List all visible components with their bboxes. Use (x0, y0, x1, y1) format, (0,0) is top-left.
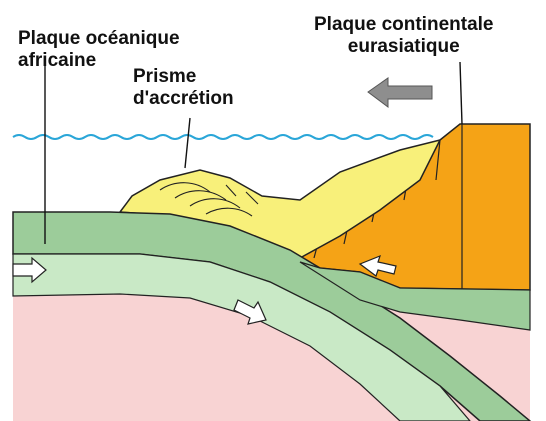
accretion-prism-label-line2: d'accrétion (133, 88, 234, 110)
accretion-prism-label-line1: Prisme (133, 66, 234, 88)
continental-plate-label: Plaque continentale eurasiatique (314, 14, 493, 58)
continental-plate-label-line1: Plaque continentale (314, 14, 493, 36)
sea-level (13, 135, 433, 139)
leader-prism (185, 118, 190, 168)
left-arrow-icon (368, 78, 432, 107)
leader-continental (460, 62, 462, 124)
oceanic-plate-label-line1: Plaque océanique (18, 28, 180, 50)
accretion-prism-label: Prisme d'accrétion (133, 66, 234, 110)
continental-plate-label-line2: eurasiatique (314, 36, 493, 58)
